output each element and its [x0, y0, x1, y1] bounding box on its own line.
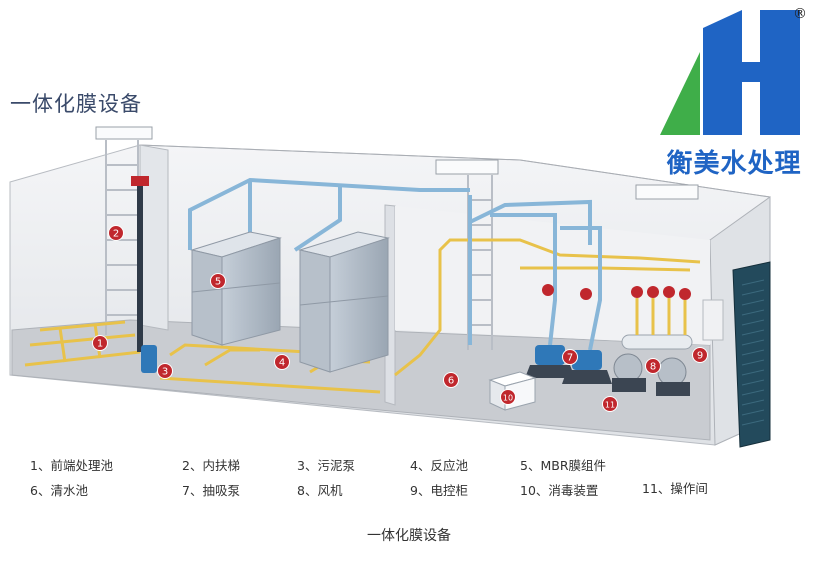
- logo-h-bar: [742, 62, 760, 82]
- marker-7: [562, 349, 578, 365]
- marker-6: [443, 372, 459, 388]
- hatch-middle: [435, 159, 499, 175]
- hatch-right: [635, 184, 699, 200]
- marker-5: [210, 273, 226, 289]
- marker-label-4: 4: [279, 358, 285, 369]
- marker-4: [274, 354, 290, 370]
- markers: 1 2 3 4 5 6 7 8 9 10 11: [92, 225, 708, 412]
- marker-1: [92, 335, 108, 351]
- marker-label-10: 10: [503, 394, 513, 403]
- page-title: 一体化膜设备: [10, 92, 142, 116]
- hatch-left: [95, 126, 153, 140]
- caption: 一体化膜设备: [367, 528, 451, 544]
- marker-label-6: 6: [448, 376, 454, 387]
- marker-label-1: 1: [97, 339, 103, 350]
- suction-pumps: [525, 284, 612, 384]
- logo-green-triangle: [660, 52, 700, 135]
- registered-mark: ®: [793, 6, 807, 22]
- logo-h-left: [703, 10, 742, 135]
- marker-label-3: 3: [162, 367, 168, 378]
- logo-text: 衡美水处理: [666, 149, 802, 179]
- marker-label-11: 11: [605, 401, 615, 410]
- sludge-pump: [131, 176, 157, 373]
- marker-3: [157, 363, 173, 379]
- marker-8: [645, 358, 661, 374]
- marker-label-9: 9: [697, 351, 703, 362]
- marker-label-5: 5: [215, 277, 221, 288]
- marker-11: [602, 396, 618, 412]
- roof-hatches: [95, 126, 699, 200]
- company-logo: [660, 10, 800, 135]
- marker-label-8: 8: [650, 362, 656, 373]
- marker-10: [500, 389, 516, 405]
- marker-label-7: 7: [567, 353, 573, 364]
- blowers: [612, 286, 693, 396]
- control-cabinet-door: [702, 261, 771, 448]
- process-pipes: [188, 177, 602, 351]
- partition-wall-1: [139, 144, 169, 331]
- mbr-module-left: [190, 231, 282, 346]
- marker-2: [108, 225, 124, 241]
- logo-h-right: [760, 10, 800, 135]
- marker-9: [692, 347, 708, 363]
- mbr-module-right: [298, 231, 390, 373]
- marker-label-2: 2: [113, 229, 119, 240]
